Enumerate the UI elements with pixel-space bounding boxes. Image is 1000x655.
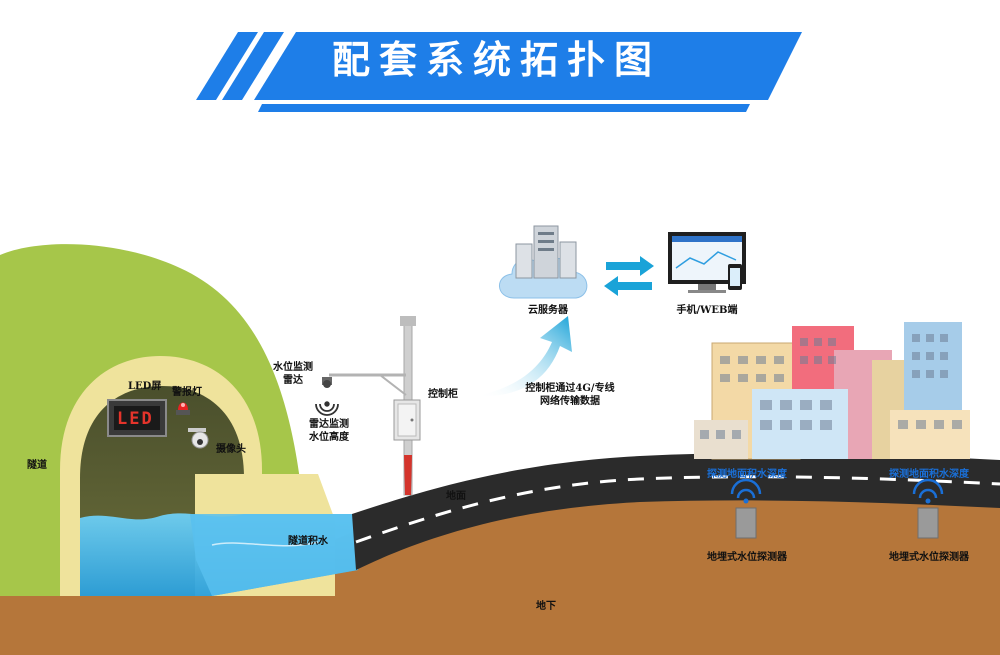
detect-depth-label-1: 探测地面积水深度: [707, 469, 787, 480]
road-lane-markings: [355, 475, 1000, 544]
cloud-server-label: 云服务器: [528, 305, 568, 316]
water-surface-slab: [190, 514, 360, 596]
detector-label-2: 地埋式水位探测器: [889, 552, 969, 563]
city-buildings: [694, 322, 970, 460]
client-devices-icon: [668, 232, 746, 293]
radar-label-line2: 雷达: [283, 375, 303, 386]
led-screen: [107, 399, 167, 437]
control-cabinet-label: 控制柜: [428, 389, 458, 400]
banner-body: [254, 32, 802, 100]
banner-stripe-left-2: [222, 32, 284, 100]
banner-underline: [258, 104, 750, 112]
banner-title: 配套系统拓扑图: [332, 38, 662, 82]
tunnel-water-label: 隧道积水: [288, 536, 328, 547]
radar-icon: [322, 377, 332, 388]
detect-depth-label-2: 探测地面积水深度: [889, 469, 969, 480]
upload-arrow: [476, 316, 572, 397]
water-wave: [211, 541, 319, 547]
camera-icon: [188, 428, 209, 449]
banner-stripe-left: [196, 32, 258, 100]
tunnel-label: 隧道: [27, 460, 47, 471]
ground-surface-label: 地面: [446, 491, 466, 502]
led-text: LED: [117, 409, 154, 429]
road: [352, 453, 1000, 570]
radar-label-line1: 水位监测: [273, 362, 313, 373]
transmission-line1: 控制柜通过4G/专线: [525, 383, 615, 394]
water-detector-1: [730, 478, 762, 539]
client-label: 手机/WEB端: [676, 305, 738, 316]
detector-label-1: 地埋式水位探测器: [707, 552, 787, 563]
camera-label: 摄像头: [216, 444, 246, 455]
radar-measure-line1: 雷达监测: [309, 419, 349, 430]
alarm-light-icon: [176, 402, 190, 415]
sync-arrows-icon: [604, 256, 654, 296]
led-screen-label: LED屏: [128, 381, 162, 392]
title-banner: [196, 32, 802, 112]
underground-label: 地下: [536, 601, 556, 612]
alarm-light-label: 警报灯: [172, 387, 202, 398]
radar-measure-line2: 水位高度: [309, 432, 349, 443]
control-cabinet: [393, 399, 421, 441]
cloud-server-icon: [499, 225, 588, 299]
water-detector-2: [912, 478, 944, 539]
radar-signal-icon: [315, 401, 339, 416]
transmission-line2: 网络传输数据: [540, 396, 600, 407]
